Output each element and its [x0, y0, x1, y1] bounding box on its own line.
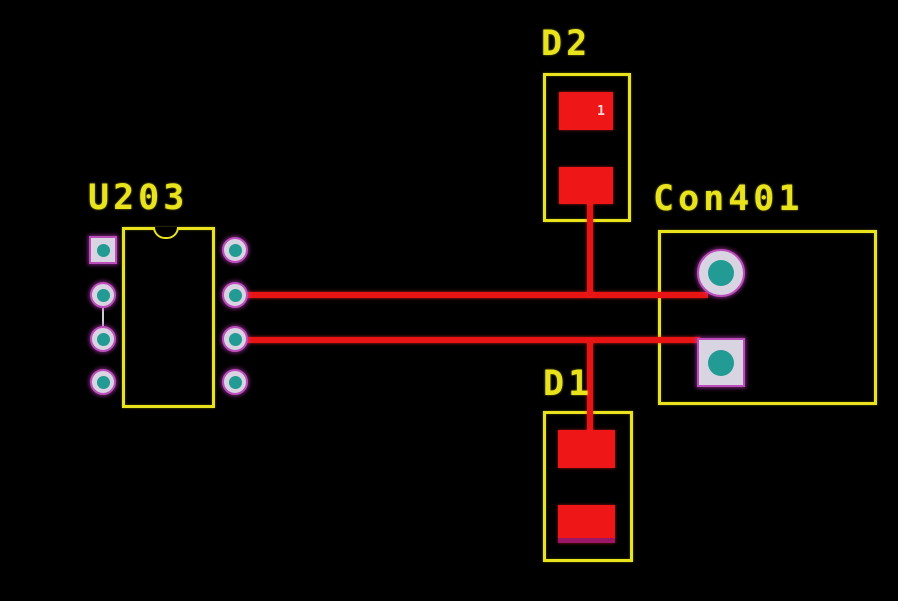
pad-u203-pin1[interactable] — [89, 236, 117, 264]
pad-u203-pin3[interactable] — [90, 326, 116, 352]
pad-u203-pin6-hole — [228, 332, 242, 346]
pad-con401-pin2[interactable] — [697, 338, 745, 387]
pad-u203-pin1-hole — [96, 243, 110, 257]
pad-d2-pin1[interactable]: 1 — [559, 92, 613, 130]
trace-d2-branch[interactable] — [587, 186, 593, 296]
pad-d2-pin2[interactable] — [559, 167, 613, 204]
pad-u203-pin8-hole — [228, 243, 242, 257]
pad-con401-pin1[interactable] — [697, 249, 745, 297]
pad-u203-pin6[interactable] — [222, 326, 248, 352]
pad-d1-pin2[interactable] — [558, 505, 615, 543]
pad-u203-pin2[interactable] — [90, 282, 116, 308]
pad-u203-pin5-hole — [228, 375, 242, 389]
trace-u203-pin7-to-con401[interactable] — [246, 292, 708, 298]
pad-con401-pin2-hole — [708, 349, 734, 376]
pad-con401-pin1-hole — [708, 260, 734, 286]
refdes-d2[interactable]: D2 — [541, 24, 592, 64]
trace-d1-branch[interactable] — [587, 340, 593, 443]
trace-u203-pin6-to-con401[interactable] — [246, 337, 700, 343]
pad-u203-pin2-hole — [96, 288, 110, 302]
d2-pin1-number: 1 — [597, 103, 605, 119]
pad-u203-pin4[interactable] — [90, 369, 116, 395]
pad-u203-pin4-hole — [96, 375, 110, 389]
pad-u203-pin5[interactable] — [222, 369, 248, 395]
pad-u203-pin7[interactable] — [222, 282, 248, 308]
refdes-con401[interactable]: Con401 — [653, 179, 804, 219]
pad-u203-pin3-hole — [96, 332, 110, 346]
u203-net-link-line — [102, 295, 104, 339]
pad-u203-pin8[interactable] — [222, 237, 248, 263]
pad-d1-pin1[interactable] — [558, 430, 615, 468]
pad-u203-pin7-hole — [228, 288, 242, 302]
refdes-u203[interactable]: U203 — [88, 178, 189, 218]
u203-body-outline[interactable] — [122, 227, 215, 408]
con401-body-outline[interactable] — [658, 230, 877, 405]
refdes-d1[interactable]: D1 — [543, 364, 594, 404]
